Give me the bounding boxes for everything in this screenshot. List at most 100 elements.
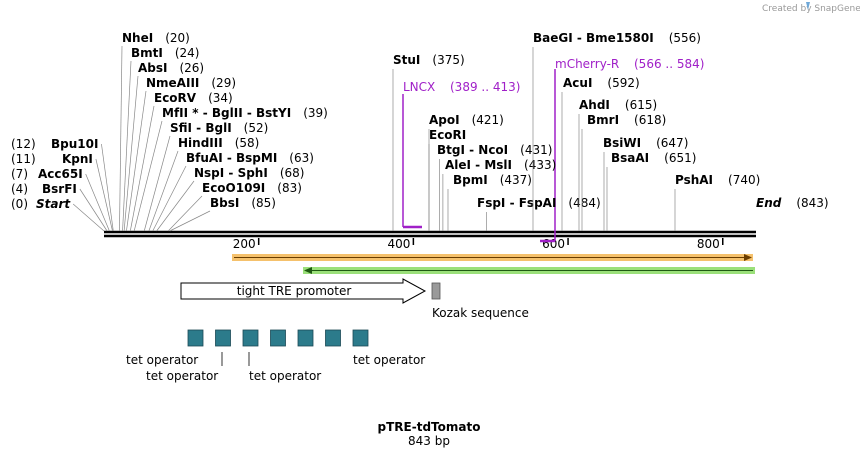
site-name: MfII * - BglII - BstYI: [162, 106, 291, 120]
site-name: BsrFI: [42, 182, 77, 196]
kozak-sequence-feature[interactable]: Kozak sequence: [431, 282, 529, 320]
tet-operator-box[interactable]: [297, 329, 314, 347]
site-left-8[interactable]: BfuAI - BspMI (63): [152, 151, 314, 232]
tet-operator-box[interactable]: [325, 329, 341, 347]
site-position: (375): [432, 53, 464, 67]
tet-operator-box[interactable]: [352, 329, 369, 347]
site-name: NheI: [122, 31, 153, 45]
site-name: BsiWI: [603, 136, 641, 150]
site-name: ApoI: [429, 113, 460, 127]
tet-operator-box[interactable]: [270, 329, 286, 347]
site-left-5[interactable]: MfII * - BglII - BstYI (39): [133, 106, 328, 232]
site-name: EcoRI: [429, 128, 466, 142]
site-position: (39): [303, 106, 328, 120]
site-left-2[interactable]: AbsI (26): [123, 61, 204, 232]
site-mid-6[interactable]: FspI - FspAI(484): [477, 196, 601, 231]
operator-label: tet operator: [353, 353, 425, 367]
snapgene-logo-icon: [806, 2, 810, 10]
tet-operator-box[interactable]: [242, 329, 259, 347]
site-right-0[interactable]: BaeGI - Bme1580I(556): [532, 31, 701, 231]
site-position: (20): [165, 31, 190, 45]
site-mid-3[interactable]: BtgI - NcoI(431): [437, 143, 552, 231]
site-left-10[interactable]: EcoO109I(83): [167, 181, 302, 232]
operator-label: tet operator: [146, 369, 218, 383]
site-right-6[interactable]: PshAI(740): [674, 173, 760, 231]
site-position: (58): [235, 136, 260, 150]
site-position: (29): [211, 76, 236, 90]
site-position: (85): [251, 196, 276, 210]
site-name: SfiI - BglI: [170, 121, 232, 135]
site-position: (431): [520, 143, 552, 157]
site-right-4[interactable]: BsiWI(647): [603, 136, 688, 231]
site-mid-4[interactable]: AleI - MslI(433): [442, 158, 556, 231]
tet-operator-box[interactable]: [187, 329, 204, 347]
site-right-2[interactable]: AhdI(615): [578, 98, 657, 231]
site-name: AcuI: [563, 76, 592, 90]
site-right-1[interactable]: AcuI (592): [561, 76, 640, 231]
site-left-7[interactable]: HindIII(58): [148, 136, 260, 232]
site-left-4[interactable]: EcoRV(34): [129, 91, 233, 232]
site-left-0[interactable]: NheI (20): [119, 31, 190, 232]
site-position: (592): [607, 76, 639, 90]
site-position: (0): [11, 197, 28, 211]
site-farleft-2[interactable]: (7)Acc65I: [11, 167, 110, 232]
site-left-3[interactable]: NmeAIII(29): [126, 76, 236, 232]
site-position: (26): [179, 61, 204, 75]
site-left-11[interactable]: BbsI(85): [169, 196, 276, 232]
site-farleft-4[interactable]: (0)Start: [11, 197, 105, 232]
site-mid-5[interactable]: BpmI(437): [447, 173, 532, 231]
promoter-label: tight TRE promoter: [237, 284, 352, 298]
tet-operator-group[interactable]: [187, 329, 369, 347]
site-position: (651): [664, 151, 696, 165]
tight-tre-promoter-feature[interactable]: tight TRE promoter: [180, 278, 427, 304]
snapgene-credit: Created by SnapGene: [762, 4, 860, 14]
primer-mcherry-name: mCherry-R: [555, 57, 619, 71]
map-title: pTRE-tdTomato: [378, 420, 481, 434]
site-name: AbsI: [138, 61, 167, 75]
restriction-sites[interactable]: NheI (20)BmtI(24)AbsI (26)NmeAIII(29)EcoRV…: [11, 31, 829, 232]
ruler-label: 400: [387, 237, 410, 251]
site-position: (68): [280, 166, 305, 180]
site-position: (618): [634, 113, 666, 127]
site-name: FspI - FspAI: [477, 196, 556, 210]
site-name: BsaAI: [611, 151, 649, 165]
site-farleft-0[interactable]: (12)Bpu10I: [11, 137, 114, 232]
site-mid-2[interactable]: EcoRI: [428, 128, 466, 231]
ruler: 200 400 600 800: [233, 237, 724, 251]
site-right-3[interactable]: BmrI (618): [581, 113, 666, 231]
site-right-5[interactable]: BsaAI (651): [606, 151, 696, 231]
site-mid-0[interactable]: StuI (375): [392, 53, 465, 231]
site-position: (52): [244, 121, 269, 135]
tet-operator-box[interactable]: [215, 329, 231, 347]
primer-lncx[interactable]: LNCX (389 .. 413): [402, 80, 520, 229]
site-name: StuI: [393, 53, 420, 67]
site-farleft-1[interactable]: (11)KpnI: [11, 152, 113, 232]
site-left-6[interactable]: SfiI - BglI (52): [143, 121, 269, 232]
forward-feature-track[interactable]: [232, 254, 753, 261]
site-position: (63): [289, 151, 314, 165]
site-name: BmrI: [587, 113, 619, 127]
site-left-1[interactable]: BmtI(24): [122, 46, 200, 232]
ruler-label: 200: [233, 237, 256, 251]
site-position: (421): [472, 113, 504, 127]
kozak-label: Kozak sequence: [432, 306, 529, 320]
site-name: BaeGI - Bme1580I: [533, 31, 654, 45]
ruler-label: 800: [697, 237, 720, 251]
map-size: 843 bp: [408, 434, 450, 448]
site-name: BfuAI - BspMI: [186, 151, 277, 165]
ruler-label: 600: [542, 237, 565, 251]
site-name: EcoRV: [154, 91, 197, 105]
site-position: (843): [796, 196, 828, 210]
site-position: (4): [11, 182, 28, 196]
primer-mcherry-range: (566 .. 584): [634, 57, 704, 71]
site-name: BpmI: [453, 173, 488, 187]
site-left-9[interactable]: NspI - SphI(68): [156, 166, 305, 232]
site-name: EcoO109I: [202, 181, 265, 195]
site-name: Acc65I: [38, 167, 83, 181]
operator-label: tet operator: [126, 353, 198, 367]
primer-mcherry-r[interactable]: mCherry-R (566 .. 584): [540, 57, 704, 243]
reverse-feature-track[interactable]: [303, 267, 755, 274]
site-position: (11): [11, 152, 36, 166]
site-right-7[interactable]: End(843): [756, 196, 829, 210]
site-farleft-3[interactable]: (4) BsrFI: [11, 182, 108, 232]
